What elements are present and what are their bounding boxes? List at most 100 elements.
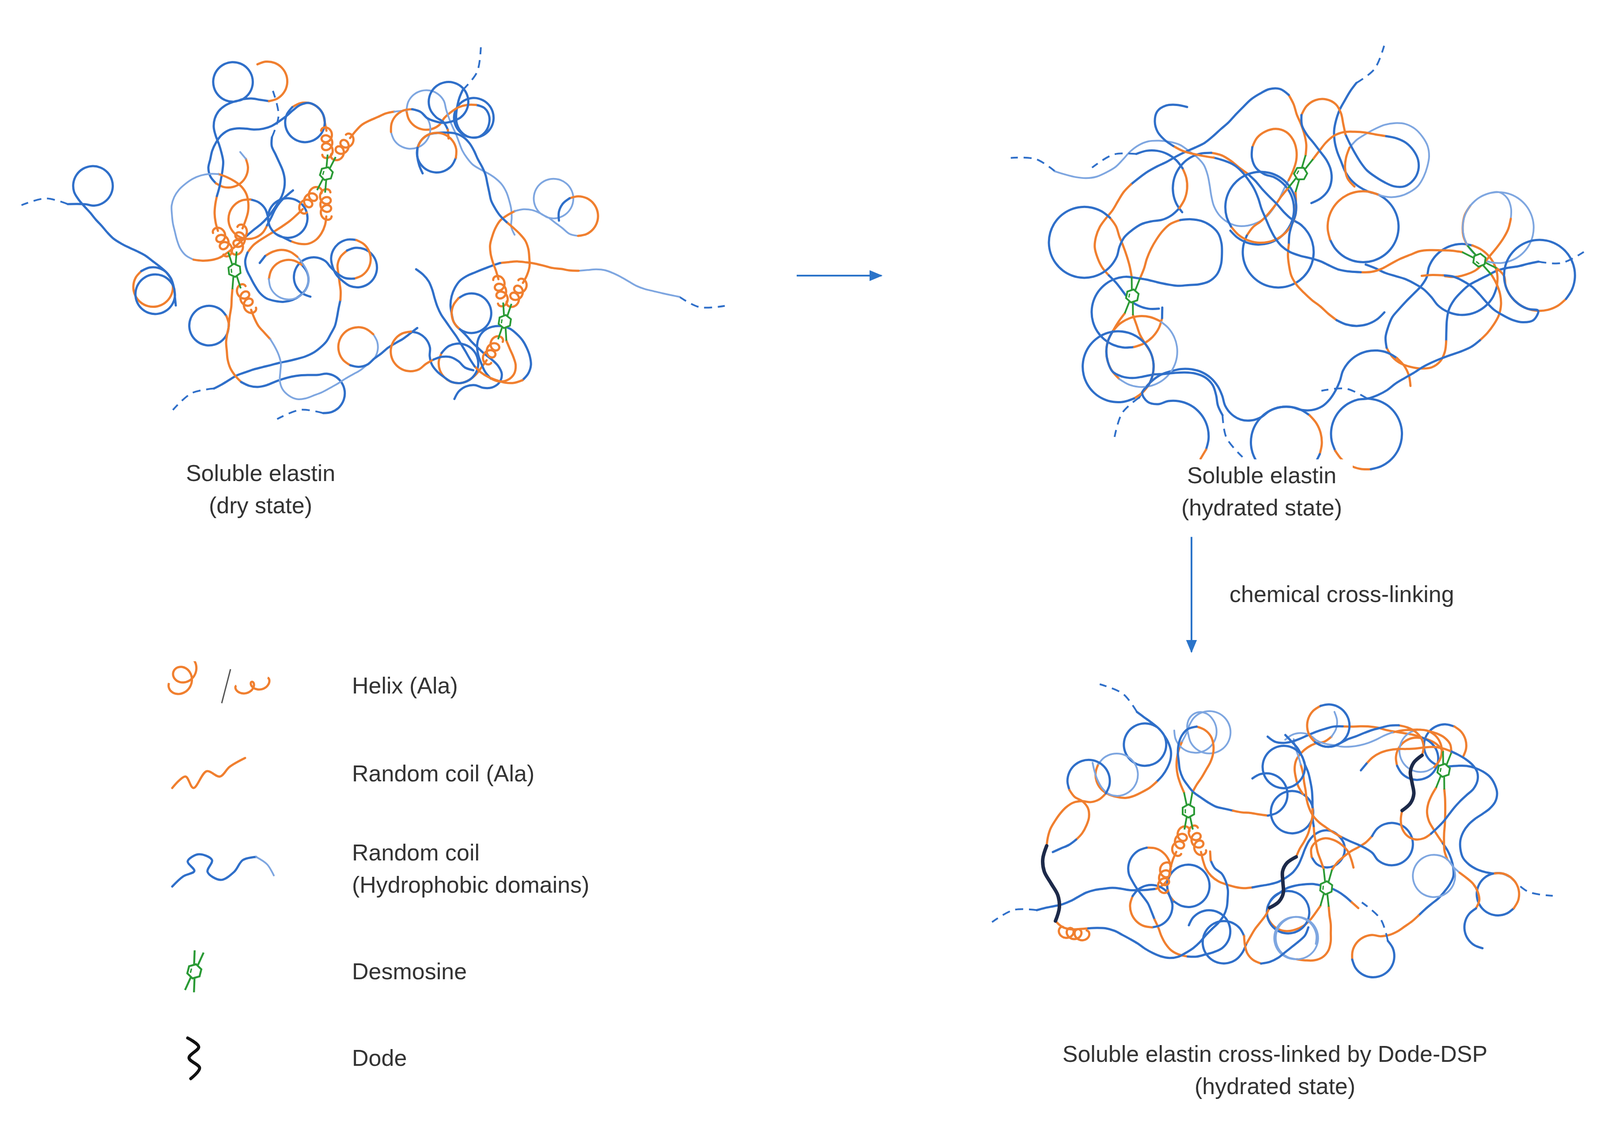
chain-continuation — [1099, 684, 1137, 712]
desmosine-arm — [498, 326, 503, 340]
ala-random-coil — [1130, 896, 1153, 928]
hydrophobic-coil — [1267, 726, 1343, 743]
ala-random-coil — [490, 211, 515, 280]
desmosine-ring-bond — [322, 170, 325, 175]
desmosine-symbol — [1286, 154, 1315, 193]
chain-continuation — [1114, 397, 1139, 437]
ala-random-coil — [1309, 415, 1322, 454]
hydrophobic-coil — [1138, 368, 1310, 421]
ala-random-coil — [1200, 449, 1207, 459]
ala-random-coil — [1192, 726, 1214, 793]
chain-continuation — [1356, 45, 1385, 84]
process-arrow — [1190, 537, 1193, 652]
desmosine-arm — [1190, 792, 1193, 805]
desmosine-arm — [507, 303, 512, 316]
desmosine-symbol — [226, 251, 243, 290]
elastin-network — [21, 47, 726, 420]
hydrophobic-coil — [1261, 926, 1309, 964]
panel-caption: Soluble elastin (dry state) — [169, 457, 352, 522]
ala-random-coil — [1287, 244, 1337, 321]
desmosine-ring-bond — [1440, 767, 1442, 772]
ala-random-coil — [268, 259, 302, 279]
legend-sample — [163, 946, 283, 996]
crosslink-layer — [1123, 154, 1498, 316]
desmosine-ring-bond — [1296, 170, 1299, 174]
hydrophobic-coil — [1251, 350, 1398, 478]
hydrophobic-coil-sample — [172, 854, 257, 887]
hydrophobic-coil — [1430, 750, 1478, 834]
hydrophobic-coil — [578, 269, 680, 297]
desmosine-arm — [191, 950, 198, 965]
crosslink-layer — [212, 127, 527, 365]
chain-continuation — [1010, 157, 1056, 172]
desmosine-symbol — [315, 154, 338, 193]
hydrophobic-coil — [1336, 312, 1385, 326]
desmosine-arm — [1130, 302, 1136, 316]
ala-random-coil — [1313, 825, 1324, 869]
dode-crosslinker — [1402, 755, 1423, 811]
desmosine-arm — [503, 327, 509, 341]
hydrophobic-coil — [417, 147, 423, 174]
ala-random-coil — [1267, 905, 1321, 931]
desmosine-arm — [1328, 869, 1332, 882]
ala-random-coil — [1351, 902, 1359, 908]
ala-random-coil — [226, 316, 242, 383]
hydrophobic-coil — [1301, 115, 1332, 204]
legend-text: Random coil (Hydrophobic domains) — [351, 836, 601, 901]
hydrophobic-coil — [1202, 920, 1246, 964]
hydrophobic-coil — [68, 166, 172, 279]
ala-random-coil — [1386, 340, 1447, 369]
ala-random-coil — [338, 327, 374, 366]
ala-random-coil — [1454, 726, 1467, 757]
desmosine-arm — [317, 178, 323, 191]
hydrophobic-coil — [1242, 173, 1314, 288]
ala-random-coil — [1360, 249, 1463, 273]
ala-random-coil — [1069, 790, 1090, 840]
hydrophobic-coil — [1123, 711, 1172, 783]
desmosine-symbol — [496, 302, 514, 341]
ala-random-coil — [1233, 810, 1268, 816]
ala-random-coil — [1421, 274, 1443, 276]
desmosine-arm — [185, 976, 191, 991]
desmosine-arm — [1441, 776, 1447, 790]
hydrophobic-coil — [1174, 711, 1231, 754]
legend-text: Dode — [351, 1041, 601, 1075]
desmosine-ring — [1320, 880, 1333, 895]
ala-random-coil — [1444, 218, 1511, 277]
desmosine-ring — [318, 165, 334, 182]
ala-helix — [237, 283, 257, 313]
hydrophobic-coil — [1352, 940, 1395, 978]
desmosine-ring — [228, 263, 242, 278]
desmosine-symbol — [1434, 750, 1453, 790]
desmosine-arm — [1293, 179, 1302, 192]
hydrophobic-coil — [416, 269, 475, 367]
hydrophobic-coil — [1136, 150, 1183, 169]
desmosine-ring — [1436, 762, 1451, 779]
chain-continuation — [1222, 415, 1243, 458]
ala-random-coil — [1345, 147, 1355, 187]
desmosine-symbol — [1182, 792, 1195, 830]
crosslink-layer — [1042, 750, 1453, 940]
hydrophobic-coil — [1055, 140, 1289, 227]
ala-random-coil — [1245, 907, 1270, 945]
sample-separator — [221, 669, 231, 704]
chain-continuation — [1321, 388, 1368, 399]
legend-sample — [163, 844, 283, 893]
desmosine-ring-bond — [1322, 885, 1324, 890]
ala-random-coil — [1459, 872, 1480, 909]
hydrophobic-coil — [1130, 88, 1289, 185]
ala-random-coil — [251, 309, 271, 339]
legend-sample — [163, 661, 283, 710]
ala-random-coil — [228, 289, 233, 325]
ala-random-coil — [1399, 725, 1424, 756]
desmosine-ring — [1182, 804, 1195, 818]
ala-random-coil — [474, 366, 523, 383]
hydrophobic-coil — [208, 102, 326, 184]
hydrophobic-coil — [1361, 763, 1367, 771]
ala-random-coil — [1301, 98, 1346, 134]
desmosine-symbol — [1461, 244, 1498, 277]
hydrophobic-coil — [1048, 206, 1180, 278]
desmosine-arm — [1299, 155, 1309, 167]
ala-random-coil — [390, 331, 434, 372]
panel-caption: Soluble elastin cross-linked by Dode-DSP… — [1041, 1037, 1509, 1103]
